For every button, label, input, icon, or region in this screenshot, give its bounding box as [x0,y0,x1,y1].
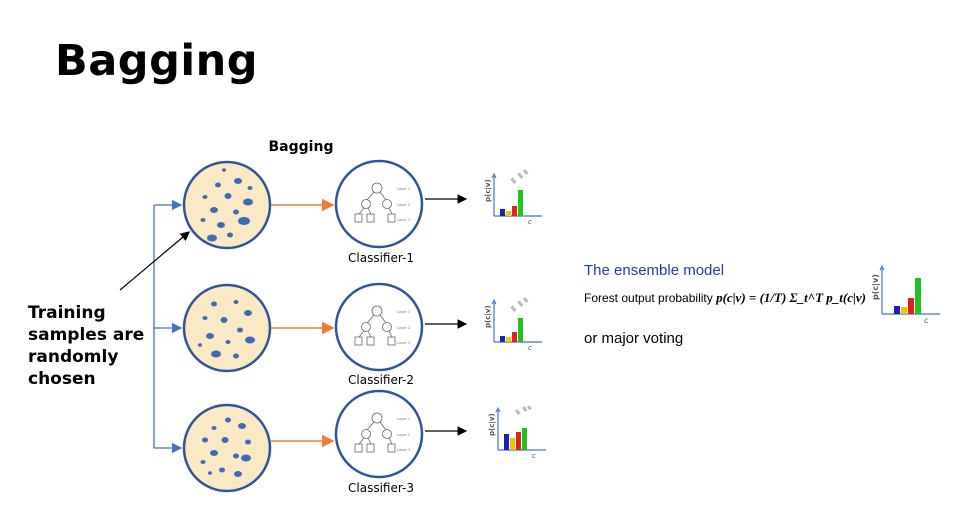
tree-layer-label: Layer 1 [397,417,410,421]
formula-text: Forest output probability [584,291,713,305]
note-line: Training [28,303,106,323]
tree-layer-label: Layer 2 [397,326,410,330]
slide-title: Bagging [55,36,258,86]
output-distribution-chart-1: p(c|v) c [484,169,542,226]
chart-y-label: p(c|v) [871,274,880,300]
classifier-3: Layer 1 Layer 2 Layer 3 [334,389,424,479]
sample-set-3 [182,403,272,493]
ensemble-title: The ensemble model [584,262,725,279]
chart-x-label: c [924,316,929,325]
classifier-1: Layer 1 Layer 2 Layer 3 [334,159,424,249]
tree-layer-label: Layer 2 [397,433,410,437]
bootstrap-branch-lines [153,199,183,454]
tree-layer-label: Layer 1 [397,310,410,314]
tree-layer-label: Layer 3 [397,448,410,452]
classifier-3-label: Classifier-3 [348,481,414,495]
classifier-2-label: Classifier-2 [348,373,414,387]
decision-tree-icon [354,305,396,346]
sample-set-1 [182,160,272,250]
chart-y-label: p(c|v) [488,413,497,436]
classifier-1-label: Classifier-1 [348,251,414,265]
decision-tree-icon [354,412,396,453]
major-voting-text: or major voting [584,330,684,347]
note-line: randomly [28,347,119,367]
chart-x-label: c [528,344,532,352]
sample-set-2 [182,283,272,373]
note-line: samples are [28,325,145,345]
classifier-2: Layer 1 Layer 2 Layer 3 [334,282,424,372]
chart-y-label: p(c|v) [484,179,493,202]
tree-layer-label: Layer 3 [397,218,410,222]
tree-layer-label: Layer 1 [397,187,410,191]
diagram-title: Bagging [269,139,334,155]
output-distribution-chart-2: p(c|v) c [484,297,542,352]
tree-layer-label: Layer 2 [397,203,410,207]
training-samples-note: Training samples are randomly chosen [28,302,144,390]
tree-layer-label: Layer 3 [397,341,410,345]
ensemble-distribution-chart: p(c|v) c [871,264,940,325]
output-distribution-chart-3: p(c|v) c [488,405,546,460]
ensemble-formula: Forest output probability p(c|v) = (1/T)… [584,290,866,306]
formula-math: p(c|v) = (1/T) Σ_t^T p_t(c|v) [716,290,866,305]
chart-x-label: c [528,218,532,226]
chart-x-label: c [532,452,536,460]
chart-y-label: p(c|v) [484,305,493,328]
decision-tree-icon [354,182,396,223]
note-line: chosen [28,369,96,389]
annotation-pointer-arrow [119,231,190,291]
